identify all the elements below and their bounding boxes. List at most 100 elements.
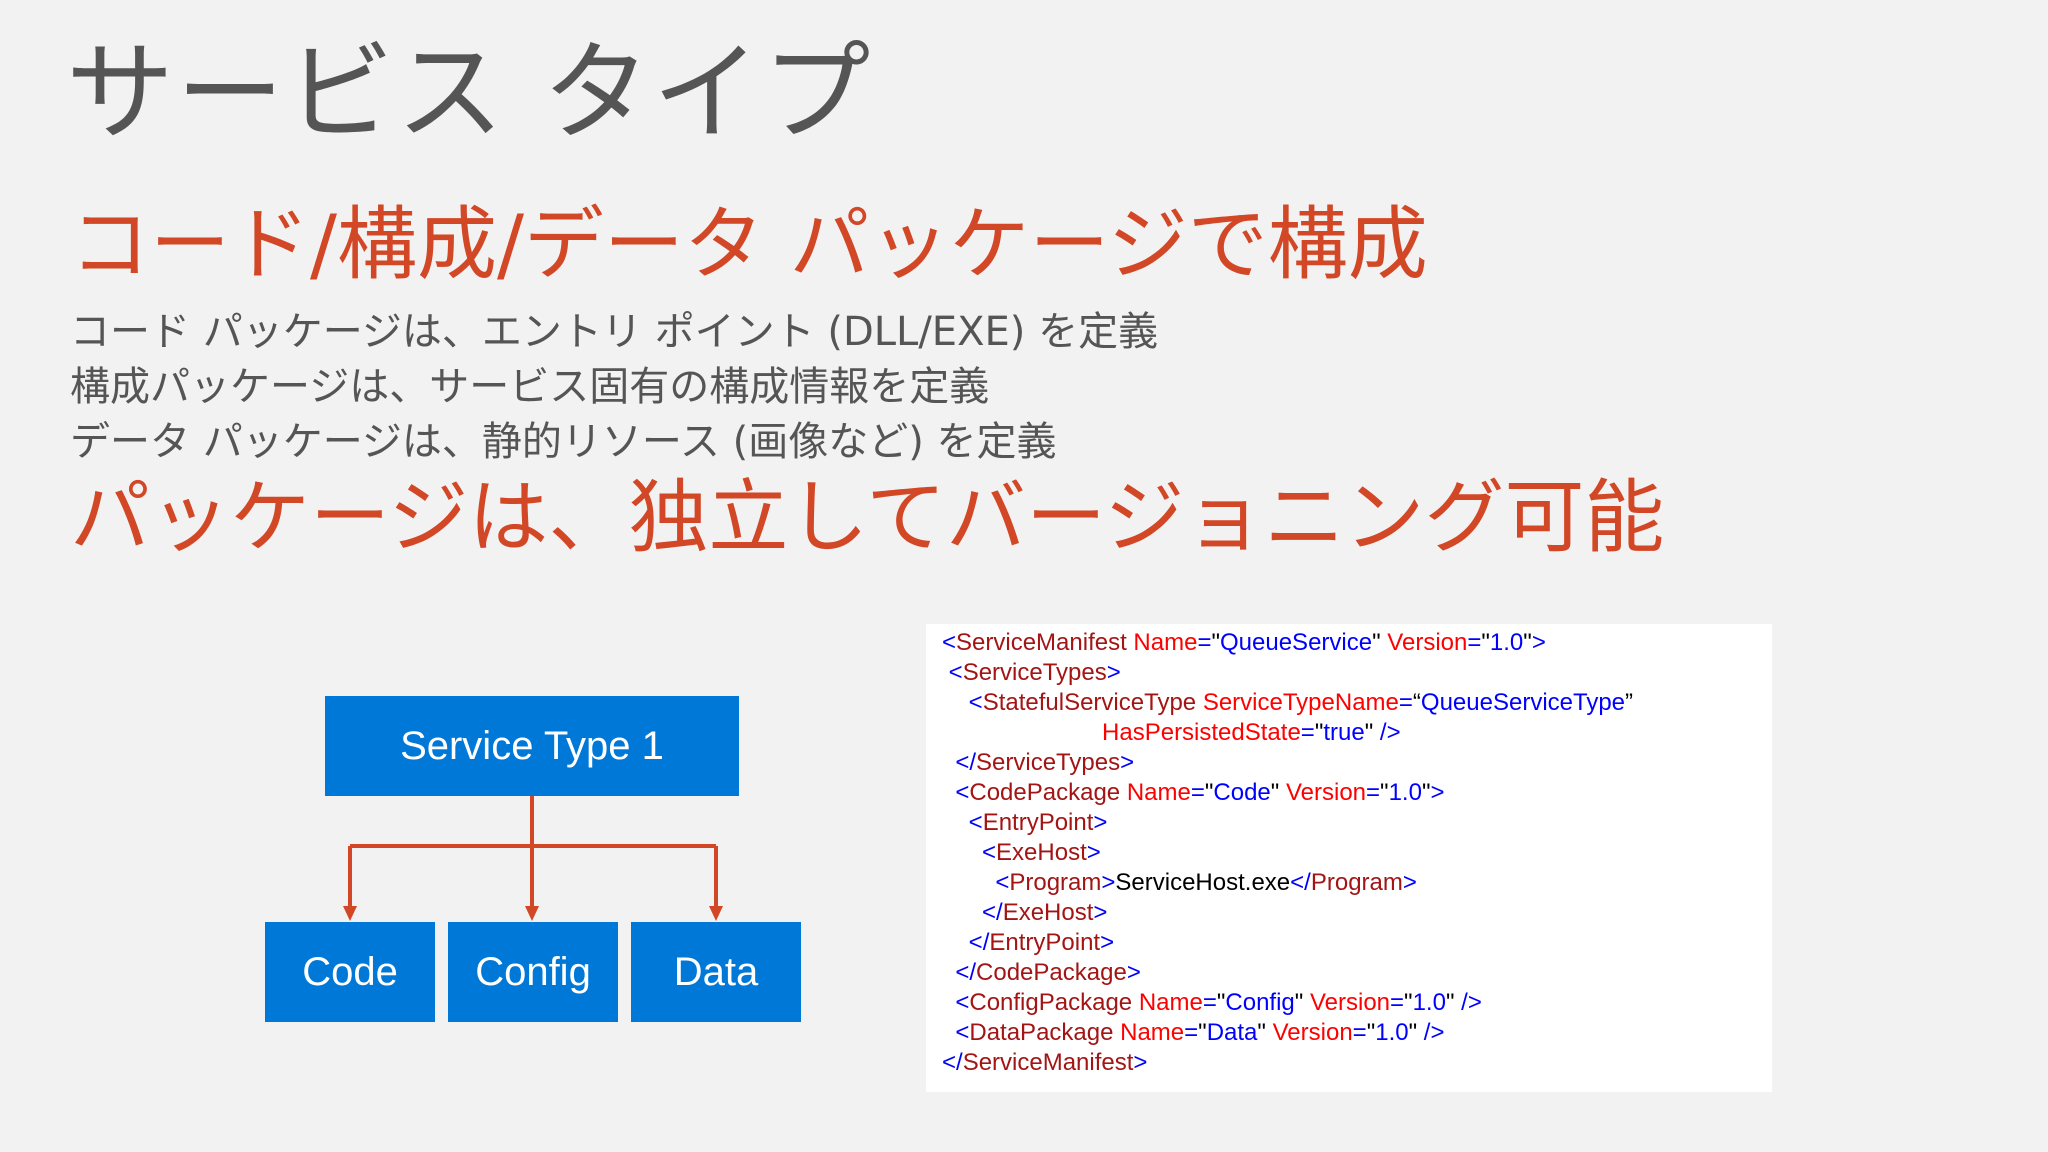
- xml-token: EntryPoint: [982, 809, 1094, 836]
- xml-token: >: [1093, 899, 1108, 926]
- xml-token: ": [1372, 629, 1381, 656]
- xml-token: ": [1314, 719, 1324, 746]
- xml-token: Version: [1285, 779, 1367, 806]
- xml-token: [942, 989, 955, 1016]
- xml-token: ServiceTypes: [962, 659, 1107, 686]
- xml-token: ": [1204, 779, 1214, 806]
- service-manifest-xml: <ServiceManifest Name="QueueService" Ver…: [926, 624, 1772, 1092]
- xml-token: Config: [1225, 989, 1295, 1016]
- xml-token: ServiceManifest: [962, 1049, 1134, 1076]
- xml-token: Name: [1138, 989, 1203, 1016]
- xml-token: 1.0: [1375, 1019, 1409, 1046]
- arrowhead-config: [525, 906, 539, 921]
- heading-versioning: パッケージは、独立してバージョニング可能: [70, 471, 1665, 564]
- xml-token: ": [1408, 1019, 1418, 1046]
- xml-token: Version: [1387, 629, 1468, 656]
- xml-token: [1196, 689, 1203, 716]
- xml-line: <EntryPoint>: [942, 808, 1772, 838]
- xml-line: <ServiceTypes>: [942, 658, 1772, 688]
- xml-token: [1373, 719, 1380, 746]
- xml-token: [942, 719, 1102, 746]
- xml-token: [1303, 989, 1310, 1016]
- xml-token: <: [955, 779, 970, 806]
- xml-token: ": [1366, 1019, 1376, 1046]
- xml-token: =: [1202, 989, 1217, 1016]
- xml-line: <StatefulServiceType ServiceTypeName=“Qu…: [942, 688, 1772, 718]
- xml-token: QueueServiceType: [1420, 689, 1626, 716]
- bullet-list: コード パッケージは、エントリ ポイント (DLL/EXE) を定義 構成パッケ…: [70, 305, 1158, 470]
- xml-token: Program: [1009, 869, 1102, 896]
- xml-token: =: [1398, 689, 1413, 716]
- xml-token: =: [1184, 1019, 1199, 1046]
- xml-token: >: [1531, 629, 1546, 656]
- xml-token: Version: [1272, 1019, 1353, 1046]
- bullet-data-package: データ パッケージは、静的リソース (画像など) を定義: [70, 419, 1057, 465]
- xml-token: ": [1216, 989, 1226, 1016]
- xml-token: </: [955, 959, 977, 986]
- xml-token: 1.0: [1388, 779, 1422, 806]
- arrowhead-code: [343, 906, 357, 921]
- xml-token: [1417, 1019, 1424, 1046]
- xml-token: =: [1197, 629, 1212, 656]
- data-package-box: Data: [631, 922, 801, 1022]
- xml-token: ": [1404, 989, 1413, 1016]
- xml-token: Name: [1133, 629, 1198, 656]
- xml-line: </ServiceManifest>: [942, 1048, 1772, 1078]
- xml-token: </: [942, 1049, 963, 1076]
- xml-token: StatefulServiceType: [982, 689, 1197, 716]
- xml-token: ": [1380, 779, 1389, 806]
- xml-token: [942, 809, 969, 836]
- service-type-box: Service Type 1: [325, 696, 739, 796]
- xml-token: />: [1423, 1019, 1445, 1046]
- xml-token: =: [1467, 629, 1482, 656]
- xml-token: ExeHost: [1002, 899, 1094, 926]
- heading-packages: コード/構成/データ パッケージで構成: [70, 198, 1428, 291]
- xml-token: CodePackage: [969, 779, 1121, 806]
- xml-token: ServiceManifest: [956, 629, 1127, 656]
- xml-line: <DataPackage Name="Data" Version="1.0" /…: [942, 1018, 1772, 1048]
- xml-line: <CodePackage Name="Code" Version="1.0">: [942, 778, 1772, 808]
- xml-token: ": [1364, 719, 1374, 746]
- xml-token: </: [955, 749, 977, 776]
- bullet-config-package: 構成パッケージは、サービス固有の構成情報を定義: [70, 364, 990, 410]
- xml-line: </CodePackage>: [942, 958, 1772, 988]
- xml-token: />: [1379, 719, 1401, 746]
- xml-token: ConfigPackage: [969, 989, 1133, 1016]
- xml-token: ServiceHost.exe: [1115, 869, 1291, 896]
- xml-token: =: [1366, 779, 1381, 806]
- xml-token: >: [1402, 869, 1417, 896]
- xml-token: <: [968, 689, 983, 716]
- xml-token: EntryPoint: [989, 929, 1101, 956]
- code-package-box: Code: [265, 922, 435, 1022]
- xml-token: Data: [1206, 1019, 1258, 1046]
- xml-token: <: [942, 629, 957, 656]
- xml-token: ": [1421, 779, 1431, 806]
- xml-token: =: [1352, 1019, 1367, 1046]
- xml-token: [942, 839, 982, 866]
- xml-line: </ServiceTypes>: [942, 748, 1772, 778]
- xml-token: >: [1126, 959, 1141, 986]
- arrowhead-data: [709, 906, 723, 921]
- xml-token: [1266, 1019, 1273, 1046]
- xml-token: ": [1445, 989, 1455, 1016]
- xml-line: <ConfigPackage Name="Config" Version="1.…: [942, 988, 1772, 1018]
- xml-token: [942, 959, 955, 986]
- xml-token: ": [1270, 779, 1280, 806]
- xml-token: [942, 899, 982, 926]
- xml-token: ": [1523, 629, 1532, 656]
- xml-token: >: [1100, 929, 1115, 956]
- xml-token: 1.0: [1489, 629, 1524, 656]
- xml-token: Name: [1126, 779, 1191, 806]
- xml-token: <: [982, 839, 997, 866]
- xml-token: [1120, 779, 1127, 806]
- xml-token: >: [1093, 809, 1108, 836]
- xml-token: [942, 659, 949, 686]
- xml-token: </: [982, 899, 1003, 926]
- xml-token: [942, 779, 955, 806]
- xml-token: </: [968, 929, 990, 956]
- xml-token: ServiceTypeName: [1202, 689, 1399, 716]
- xml-token: Code: [1213, 779, 1271, 806]
- config-package-box: Config: [448, 922, 618, 1022]
- xml-token: </: [1290, 869, 1311, 896]
- xml-token: >: [1133, 1049, 1148, 1076]
